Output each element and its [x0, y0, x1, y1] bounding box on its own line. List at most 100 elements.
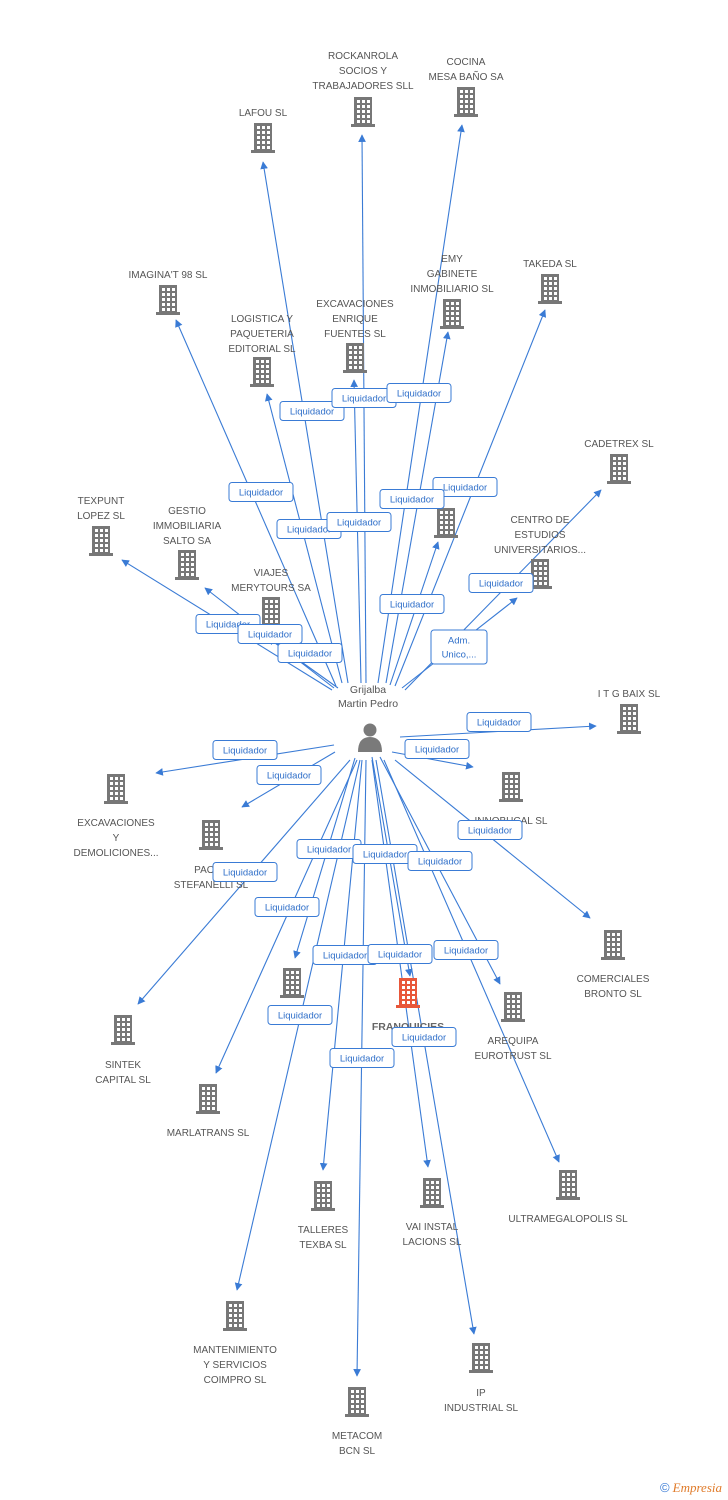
role-badge-b-excav-d[interactable]: Liquidador [212, 740, 278, 760]
company-node-marlatrans[interactable]: MARLATRANS SL [167, 1084, 250, 1139]
badge-label: Liquidador [307, 845, 351, 856]
company-label-line: ENRIQUE [332, 314, 378, 325]
badge-box [367, 944, 433, 964]
badge-box [433, 940, 499, 960]
badge-label: Liquidador [397, 389, 441, 400]
company-label-line: LOGISTICA Y [231, 314, 293, 325]
badge-label: Liquidador [479, 579, 523, 590]
company-node-arequipa[interactable]: AREQUIPA EUROTRUST SL [474, 992, 552, 1062]
role-badge-b-cadetrex[interactable]: Adm.Unico,... [430, 629, 488, 665]
badge-label: Liquidador [444, 946, 488, 957]
role-badge-b-cl[interactable]: Liquidador [312, 945, 378, 965]
company-label-line: MANTENIMIENTO [193, 1345, 277, 1356]
company-node-excavaciones-dem[interactable]: EXCAVACIONESYDEMOLICIONES... [73, 774, 159, 859]
role-badge-b-comerciales[interactable]: Liquidador [457, 820, 523, 840]
edge-cocina [377, 124, 465, 684]
role-badge-b-emy[interactable]: Liquidador [386, 383, 452, 403]
role-badge-b-metacom[interactable]: Liquidador [329, 1048, 395, 1068]
company-label-line: VIAJES [254, 568, 289, 579]
company-label-line: SALTO SA [163, 536, 211, 547]
badge-box [329, 1048, 395, 1068]
person-node[interactable]: Grijalba Martin Pedro [338, 684, 398, 752]
company-node-itg[interactable]: I T G BAIX SL [598, 689, 661, 734]
brand-logo[interactable]: Empresia [672, 1480, 722, 1495]
building-icon [601, 930, 625, 960]
role-badge-b-rock[interactable]: Liquidador [326, 512, 392, 532]
focus-building-icon [396, 978, 420, 1008]
company-node-cadetrex[interactable]: CADETREX SL [584, 439, 654, 484]
company-node-lafou[interactable]: LAFOU SL [239, 108, 288, 153]
company-label-line: MERYTOURS SA [231, 583, 311, 594]
badge-label: Liquidador [265, 903, 309, 914]
company-node-mid[interactable] [434, 508, 458, 538]
role-badge-b-mid1[interactable]: Liquidador [379, 489, 445, 509]
role-badge-b-texpunt[interactable]: Liquidador [237, 624, 303, 644]
badge-box [391, 1027, 457, 1047]
building-icon [501, 992, 525, 1022]
role-badge-b-ultra[interactable]: Liquidador [367, 944, 433, 964]
building-icon [434, 508, 458, 538]
badge-label: Liquidador [290, 407, 334, 418]
company-node-imaginat[interactable]: IMAGINA'T 98 SL [129, 270, 208, 315]
copyright-notice: © Empresia [660, 1480, 722, 1496]
badge-box [237, 624, 303, 644]
company-label-line: EUROTRUST SL [474, 1051, 551, 1062]
role-badge-b-imaginat[interactable]: Liquidador [228, 482, 294, 502]
badge-box [468, 573, 534, 593]
company-label-line: MESA BAÑO SA [428, 70, 503, 83]
company-node-ultramega[interactable]: ULTRAMEGALOPOLIS SL [508, 1170, 628, 1225]
badge-box [466, 712, 532, 732]
role-badge-b-paolo[interactable]: Liquidador [256, 765, 322, 785]
role-badge-b-mant[interactable]: Liquidador [267, 1005, 333, 1025]
badge-box [326, 512, 392, 532]
badge-label: Liquidador [206, 620, 250, 631]
company-label-line: TEXPUNT [78, 496, 125, 507]
building-icon [311, 1181, 335, 1211]
company-label-line: FUENTES SL [324, 329, 386, 340]
role-badge-b-marla[interactable]: Liquidador [254, 897, 320, 917]
building-icon [351, 97, 375, 127]
building-icon [538, 274, 562, 304]
role-badge-b-ip[interactable]: Liquidador [391, 1027, 457, 1047]
role-badge-b-excav-e[interactable]: Liquidador [331, 388, 397, 408]
role-badge-b-sintek[interactable]: Liquidador [212, 862, 278, 882]
company-node-centro[interactable]: CENTRO DEESTUDIOSUNIVERSITARIOS... [494, 515, 586, 589]
role-badge-b-logistica[interactable]: Liquidador [279, 401, 345, 421]
role-badge-b-talleres[interactable]: Liquidador [296, 839, 362, 859]
company-node-innobucal[interactable]: INNOBUCAL SL [475, 772, 548, 827]
role-badge-b-arequipa[interactable]: Liquidador [433, 940, 499, 960]
company-node-takeda[interactable]: TAKEDA SL [523, 259, 577, 304]
badge-label: Liquidador [468, 826, 512, 837]
role-badge-b-itg[interactable]: Liquidador [466, 712, 532, 732]
company-label-line: TRABAJADORES SLL [312, 81, 414, 92]
role-badge-b-fran[interactable]: Liquidador [352, 844, 418, 864]
role-badge-b-cocina[interactable]: Liquidador [379, 594, 445, 614]
company-label-line: BRONTO SL [584, 989, 642, 1000]
company-label-line: MARLATRANS SL [167, 1128, 250, 1139]
building-icon [528, 559, 552, 589]
badge-box [228, 482, 294, 502]
role-badge-b-innob[interactable]: Liquidador [404, 739, 470, 759]
company-label-line: AREQUIPA [488, 1036, 539, 1047]
role-badge-b-takeda[interactable]: Liquidador [432, 477, 498, 497]
role-badge-b-centro[interactable]: Liquidador [468, 573, 534, 593]
role-badge-b-vai[interactable]: Liquidador [407, 851, 473, 871]
badge-label: Liquidador [323, 951, 367, 962]
company-label-line: TEXBA SL [299, 1240, 347, 1251]
role-badge-b-viajes[interactable]: Liquidador [277, 643, 343, 663]
